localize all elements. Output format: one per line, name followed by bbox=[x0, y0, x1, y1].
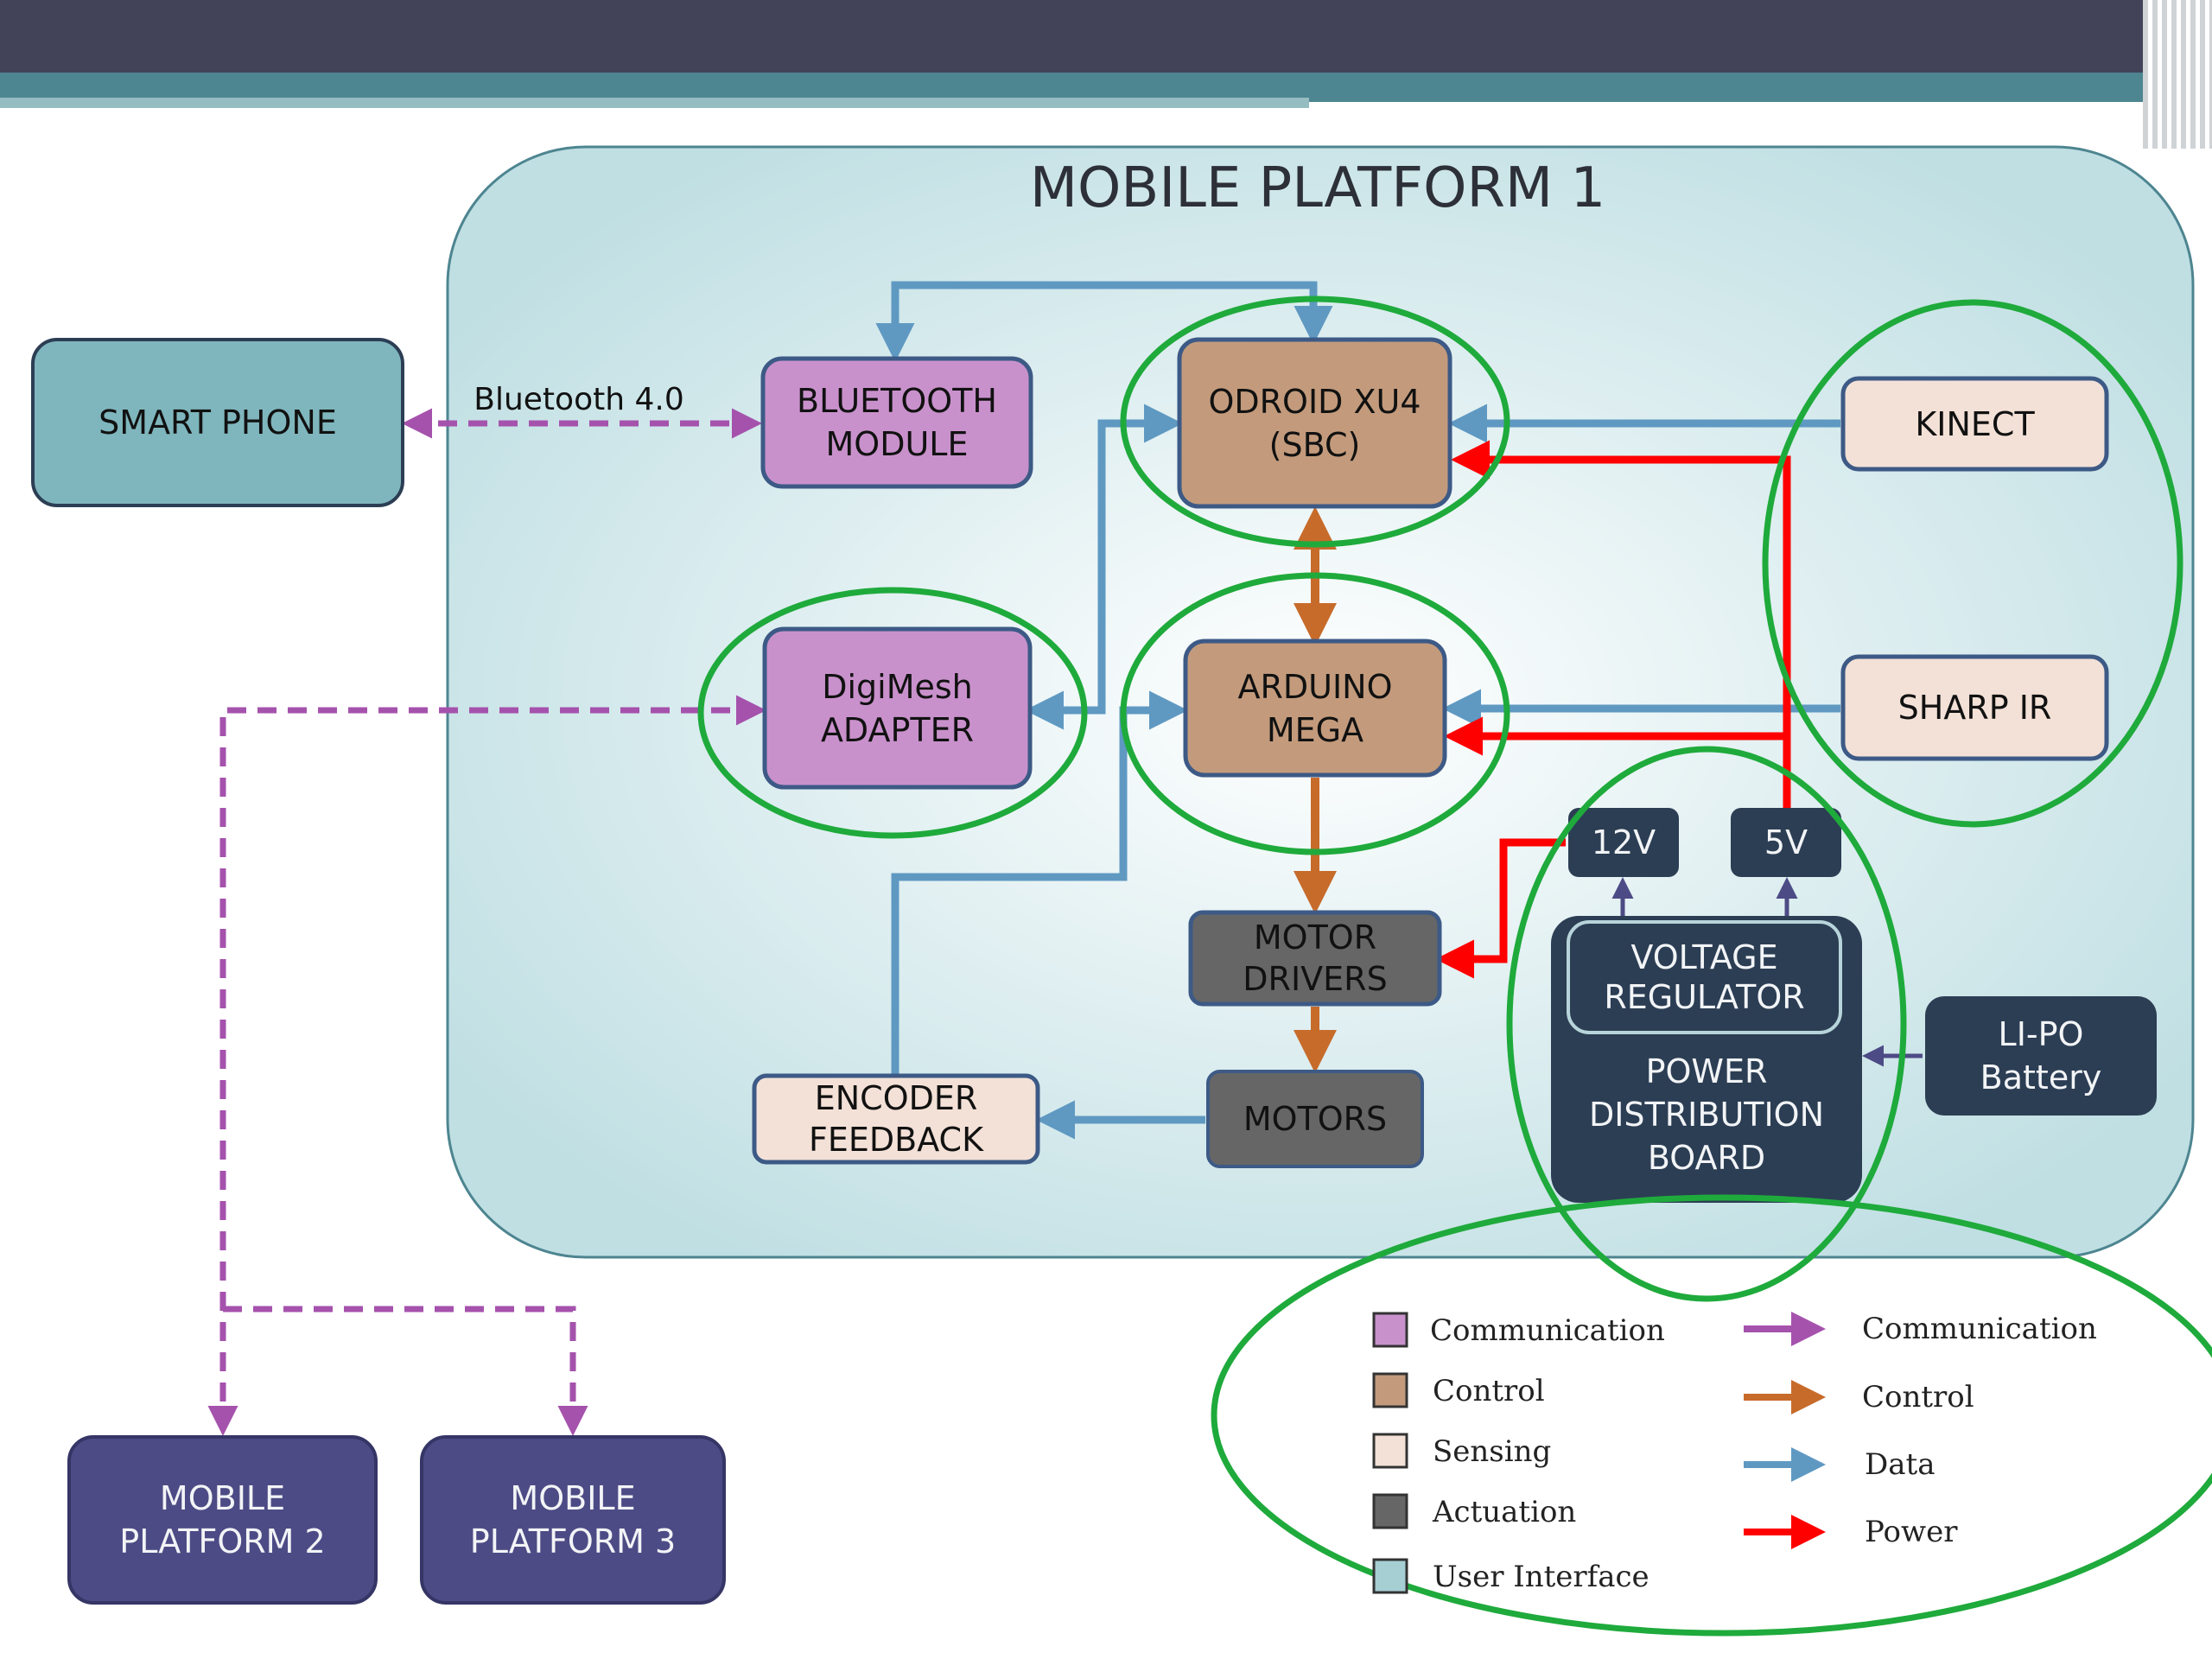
highlight-sensors bbox=[1762, 299, 2183, 828]
bluetooth-module-block bbox=[760, 356, 1033, 489]
smart-phone-block bbox=[31, 338, 404, 507]
legend-swatch-communication bbox=[1372, 1312, 1408, 1348]
header-stripe bbox=[0, 73, 2212, 102]
lipo-block bbox=[1925, 996, 2157, 1116]
12v-block bbox=[1568, 808, 1679, 877]
motor-drivers-block bbox=[1188, 910, 1442, 1007]
arrow-data-digimesh-odroid bbox=[1025, 404, 1183, 730]
legend-swatch-actuation bbox=[1372, 1493, 1408, 1529]
motors-block bbox=[1206, 1070, 1424, 1168]
highlight-odroid bbox=[1120, 296, 1510, 548]
highlight-legend bbox=[1211, 1194, 2212, 1637]
arrow-data-bluetooth-odroid bbox=[875, 281, 1333, 362]
odroid-block bbox=[1177, 337, 1452, 509]
corner-decoration bbox=[2143, 0, 2212, 149]
voltage-regulator-block bbox=[1567, 920, 1842, 1034]
arduino-block bbox=[1183, 639, 1447, 778]
arrow-comm-platform3 bbox=[223, 1306, 588, 1436]
highlight-power bbox=[1506, 746, 1907, 1302]
header-bar bbox=[0, 0, 2212, 73]
highlight-digimesh bbox=[697, 587, 1088, 839]
highlight-arduino bbox=[1120, 572, 1510, 855]
digimesh-block bbox=[762, 626, 1033, 790]
legend-swatch-sensing bbox=[1372, 1433, 1408, 1469]
header-accent-line bbox=[1309, 119, 2048, 125]
header-accent-stripe bbox=[0, 98, 1309, 108]
encoder-block bbox=[752, 1073, 1040, 1165]
header-accent-line-short bbox=[1784, 141, 2147, 144]
kinect-block bbox=[1840, 376, 2109, 472]
legend-swatch-user-interface bbox=[1372, 1558, 1408, 1594]
sharp-ir-block bbox=[1840, 654, 2109, 761]
5v-block bbox=[1731, 808, 1841, 877]
platform2-block bbox=[67, 1435, 378, 1605]
arrow-power-odroid bbox=[1451, 440, 1791, 808]
arrow-power-motor-drivers bbox=[1435, 838, 1566, 979]
legend-swatch-control bbox=[1372, 1372, 1408, 1408]
arrow-data-encoder-arduino bbox=[891, 690, 1188, 1076]
platform3-block bbox=[420, 1435, 726, 1605]
